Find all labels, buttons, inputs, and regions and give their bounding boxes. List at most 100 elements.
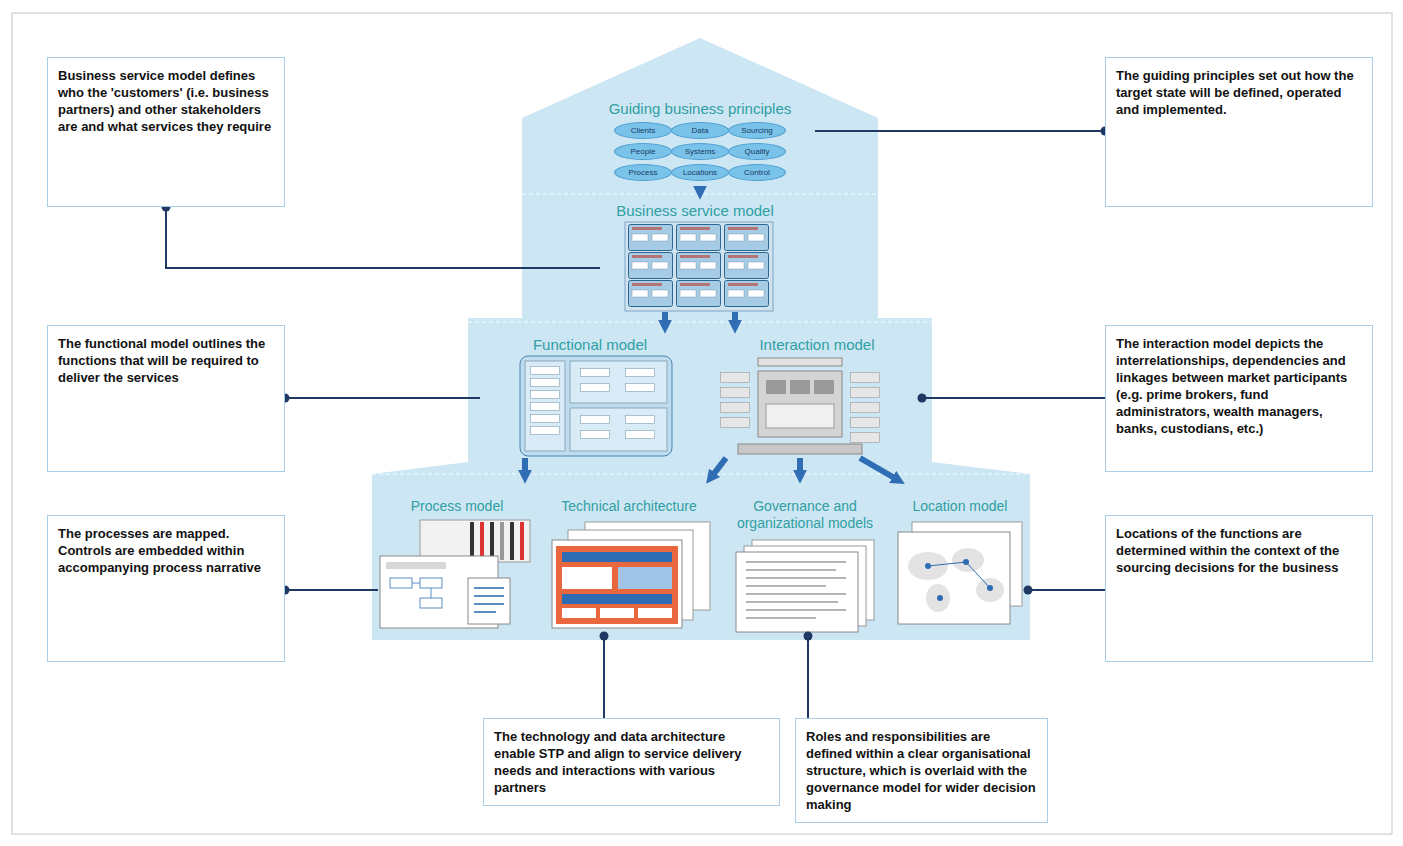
leader-line [807, 636, 809, 718]
principle-ellipse: Locations [671, 164, 729, 181]
interaction-model-thumbnail [851, 403, 880, 413]
functional-model-thumbnail [520, 356, 672, 456]
callout-text: Business service model defines who the '… [58, 67, 274, 135]
house-region [372, 38, 1030, 640]
location-thumbnail [952, 548, 984, 572]
service-model-thumbnail [625, 222, 773, 311]
section-title: Functional model [486, 336, 694, 353]
functional-model-thumbnail [581, 416, 610, 424]
technical-architecture-thumbnail [562, 567, 612, 589]
functional-model-thumbnail [531, 367, 560, 375]
interaction-model-thumbnail [721, 403, 750, 413]
functional-model-thumbnail [581, 369, 610, 377]
principle-ellipse: Control [728, 164, 786, 181]
principle-label: Quality [745, 147, 770, 156]
location-thumbnail [898, 532, 1010, 624]
functional-model-thumbnail [531, 391, 560, 399]
service-model-thumbnail [629, 253, 673, 279]
functional-model-thumbnail [531, 427, 560, 435]
callout-box: The functional model outlines the functi… [47, 325, 285, 472]
callout-box: The guiding principles set out how the t… [1105, 57, 1373, 207]
callout-text: The interaction model depicts the interr… [1116, 335, 1362, 437]
interaction-model-thumbnail [721, 388, 750, 398]
service-model-thumbnail [725, 281, 769, 307]
process-model-thumbnail [480, 522, 484, 560]
principle-ellipse: Data [671, 122, 729, 139]
section-title: Governance and organizational models [726, 498, 884, 532]
callout-box: Business service model defines who the '… [47, 57, 285, 207]
leader-line [285, 589, 378, 591]
process-model-thumbnail [500, 522, 504, 560]
section-divider [372, 473, 1030, 474]
callout-box: Roles and responsibilities are defined w… [795, 718, 1048, 823]
leader-dot [918, 394, 927, 403]
flow-arrow [732, 312, 738, 324]
functional-model-thumbnail [520, 356, 672, 456]
principle-label: Control [744, 168, 770, 177]
section-title: Process model [384, 498, 530, 515]
callout-box: The technology and data architecture ena… [483, 718, 780, 806]
technical-architecture-thumbnail [562, 594, 672, 604]
technical-architecture-thumbnail [556, 546, 678, 624]
functional-model-thumbnail [626, 369, 655, 377]
service-model-thumbnail [725, 225, 769, 251]
functional-model-thumbnail [570, 408, 667, 451]
interaction-model-thumbnail [721, 373, 750, 383]
model-section: Governance and organizational models [720, 484, 890, 636]
service-model-thumbnail [629, 225, 673, 251]
leader-dot [600, 632, 609, 641]
process-model-thumbnail [386, 562, 446, 569]
leader-line [603, 636, 605, 718]
location-thumbnail [926, 584, 950, 612]
leader-line [166, 207, 600, 268]
principle-label: People [631, 147, 656, 156]
model-section: Guiding business principlesClientsDataSo… [585, 98, 815, 186]
principle-ellipse: Process [614, 164, 672, 181]
principle-ellipse: Sourcing [728, 122, 786, 139]
functional-model-thumbnail [626, 431, 655, 439]
principle-ellipse: Clients [614, 122, 672, 139]
interaction-model-thumbnail [790, 380, 810, 394]
leader-line [1028, 589, 1105, 591]
interaction-model-thumbnail [766, 404, 834, 428]
leader-dot [1024, 586, 1033, 595]
process-model-thumbnail [520, 522, 524, 560]
interaction-model-thumbnail [851, 418, 880, 428]
flow-arrow [522, 458, 528, 474]
functional-model-thumbnail [531, 415, 560, 423]
interaction-model-thumbnail [738, 444, 862, 454]
service-model-thumbnail [677, 253, 721, 279]
service-model-thumbnail [677, 225, 721, 251]
process-model-thumbnail [390, 578, 412, 588]
callout-text: Roles and responsibilities are defined w… [806, 728, 1037, 813]
page-frame [12, 13, 1392, 834]
principle-label: Process [629, 168, 658, 177]
flow-arrow [697, 186, 703, 190]
principle-ellipse: Quality [728, 143, 786, 160]
model-section: Technical architecture [544, 484, 714, 636]
flow-arrow [797, 458, 803, 474]
flow-arrow [662, 312, 668, 324]
process-model-thumbnail [510, 522, 514, 560]
functional-model-thumbnail [626, 384, 655, 392]
service-model-thumbnail [725, 253, 769, 279]
principle-label: Data [692, 126, 709, 135]
interaction-model-thumbnail [766, 380, 786, 394]
model-section: Process model [378, 484, 536, 636]
process-model-thumbnail [470, 522, 474, 560]
service-model-thumbnail [677, 281, 721, 307]
section-divider [372, 194, 1030, 474]
process-model-thumbnail [380, 520, 530, 628]
functional-model-thumbnail [531, 379, 560, 387]
interaction-model-thumbnail [721, 358, 880, 454]
callout-box: Locations of the functions are determine… [1105, 515, 1373, 662]
section-title: Business service model [606, 202, 784, 219]
location-thumbnail [937, 595, 943, 601]
functional-model-thumbnail [570, 361, 667, 403]
principle-label: Systems [685, 147, 716, 156]
section-divider [522, 193, 878, 194]
service-model-thumbnail [629, 281, 673, 307]
principle-ellipse: People [614, 143, 672, 160]
flow-arrow [712, 458, 726, 476]
interaction-model-thumbnail [851, 388, 880, 398]
